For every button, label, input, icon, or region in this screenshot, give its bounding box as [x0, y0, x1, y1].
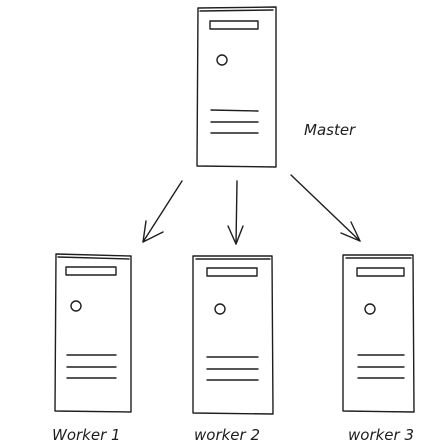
drive-bay: [209, 20, 259, 30]
worker-2-server: [192, 255, 274, 415]
worker-3-label: worker 3: [348, 426, 414, 444]
drive-bay: [206, 267, 258, 277]
worker-3-server: [342, 254, 415, 413]
power-button-icon: [364, 303, 376, 315]
worker-1-server: [54, 253, 132, 413]
worker-2-label: worker 2: [194, 426, 260, 444]
arrow-to-worker-2: [227, 180, 244, 245]
vent-lines: [357, 354, 405, 379]
power-button-icon: [216, 54, 228, 66]
vent-lines: [66, 354, 117, 379]
master-server: [196, 6, 277, 168]
vent-lines: [210, 109, 259, 134]
vent-lines: [206, 356, 259, 381]
arrow-to-worker-3: [290, 174, 361, 242]
drive-bay: [65, 266, 117, 276]
power-button-icon: [214, 303, 226, 315]
arrow-to-worker-1: [142, 180, 183, 243]
master-label: Master: [304, 121, 356, 139]
power-button-icon: [70, 300, 82, 312]
drive-bay: [356, 267, 405, 277]
worker-1-label: Worker 1: [52, 426, 121, 444]
